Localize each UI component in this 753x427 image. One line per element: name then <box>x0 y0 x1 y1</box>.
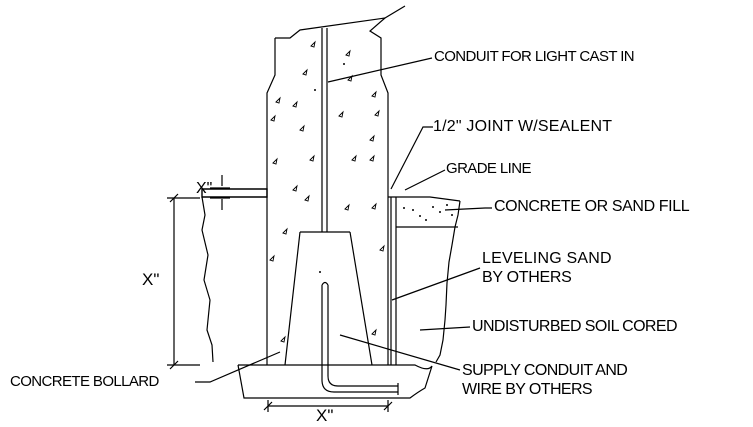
label-supply-conduit-1: SUPPLY CONDUIT AND <box>462 362 628 379</box>
concrete-fill-top <box>388 196 461 202</box>
leader-conduit <box>327 57 433 83</box>
leader-joint <box>390 126 433 190</box>
label-concrete-bollard: CONCRETE BOLLARD <box>10 373 159 390</box>
label-concrete-fill: CONCRETE OR SAND FILL <box>494 198 690 215</box>
bollard-top <box>275 17 386 39</box>
dim-top <box>210 175 230 210</box>
footing <box>237 364 433 399</box>
label-grade-line: GRADE LINE <box>446 160 531 177</box>
dim-label-top: X" <box>196 180 213 197</box>
grade-slab-left <box>201 188 268 198</box>
label-supply-conduit-2: WIRE BY OTHERS <box>462 381 593 398</box>
leader-sand <box>391 267 481 301</box>
label-leveling-sand-1: LEVELING SAND <box>482 250 612 267</box>
label-leveling-sand-2: BY OTHERS <box>482 269 572 286</box>
bollard-lower-walls <box>266 195 389 365</box>
label-undisturbed-soil: UNDISTURBED SOIL CORED <box>472 318 678 335</box>
leader-supply <box>339 334 461 371</box>
aggregate-marks <box>269 40 385 343</box>
dim-label-bottom: X" <box>316 406 334 425</box>
soil-right <box>435 200 461 363</box>
supply-conduit <box>321 281 398 393</box>
leader-bollard <box>195 351 281 383</box>
sealant-joint <box>390 197 397 365</box>
light-conduit <box>321 28 328 232</box>
leader-soil <box>419 326 471 331</box>
label-joint: 1/2" JOINT W/SEALENT <box>433 118 613 135</box>
dim-left <box>167 197 200 366</box>
bollard-outline <box>266 5 406 195</box>
soil-left <box>201 196 214 363</box>
dim-label-left: X" <box>142 270 160 289</box>
leader-grade <box>404 169 446 191</box>
leader-fill <box>444 207 492 211</box>
label-conduit-light: CONDUIT FOR LIGHT CAST IN <box>434 48 635 65</box>
fill-dots <box>314 63 453 273</box>
